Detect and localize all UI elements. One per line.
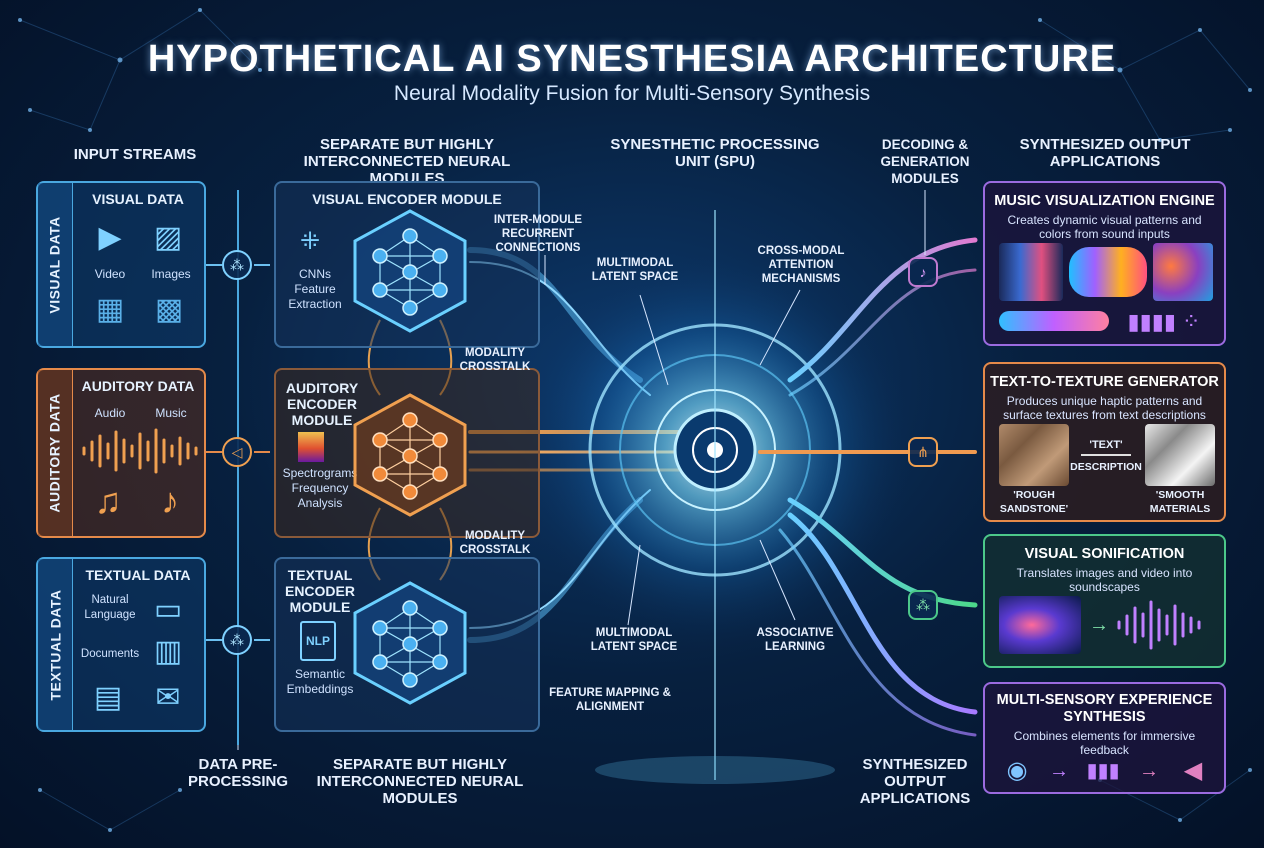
header-neural-modules-top: SEPARATE BUT HIGHLY INTERCONNECTED NEURA… [303, 136, 511, 187]
input-item-video: Video [94, 267, 126, 281]
header-input-streams: INPUT STREAMS [73, 146, 197, 163]
book-icon: ▤ [93, 681, 123, 714]
page-subtitle: Neural Modality Fusion for Multi-Sensory… [393, 82, 871, 105]
input-item-music: Music [155, 406, 187, 420]
envelope-icon: ✉ [155, 681, 181, 714]
input-item-images: Images [151, 267, 191, 281]
smooth-material-thumbnail [1145, 424, 1215, 486]
colorful-wave-thumbnail [1069, 247, 1147, 297]
label-associative-learning: ASSOCIATIVE LEARNING [756, 627, 834, 653]
eye-icon: ◉ [1006, 757, 1028, 784]
output-panel-music-visualization: MUSIC VISUALIZATION ENGINE Creates dynam… [983, 181, 1226, 346]
side-label-auditory: AUDITORY DATA [38, 370, 73, 536]
output-desc-music: Creates dynamic visual patterns and colo… [1007, 213, 1202, 241]
output-desc-texture: Produces unique haptic patterns and surf… [1003, 394, 1206, 422]
input-panel-auditory: AUDITORY DATA AUDITORY DATA Audio Music … [36, 368, 206, 538]
texture-caption-left: 'ROUGH SANDSTONE' [999, 489, 1069, 515]
speaker-icon: ◁ [222, 437, 252, 467]
arrow-right-icon: → [1089, 614, 1109, 636]
page-title: HYPOTHETICAL AI SYNESTHESIA ARCHITECTURE [147, 38, 1117, 80]
speaker-output-icon: ◀ [1183, 757, 1203, 784]
header-output-applications-top: SYNTHESIZED OUTPUT APPLICATIONS [1019, 136, 1191, 170]
output-panel-multisensory: MULTI-SENSORY EXPERIENCE SYNTHESIS Combi… [983, 682, 1226, 794]
label-latent-space-top: MULTIMODAL LATENT SPACE [591, 257, 679, 283]
output-desc-sonification: Translates images and video into soundsc… [1016, 566, 1193, 594]
wave-bars-icon: ▮▮▮ [1086, 760, 1120, 782]
auditory-encoder-hexagon [353, 393, 467, 517]
textual-encoder-hexagon [353, 581, 467, 705]
input-panel-visual: VISUAL DATA VISUAL DATA ▶ ▨ Video Images… [36, 181, 206, 348]
input-item-audio: Audio [94, 406, 126, 420]
input-item-documents: Documents [80, 648, 140, 660]
arrow-right-icon-2: → [1139, 760, 1159, 782]
sonification-decoder-icon: ⁂ [908, 590, 938, 620]
header-data-preprocessing: DATA PRE-PROCESSING [187, 756, 289, 790]
pixel-grid-icon: ▩ [154, 293, 184, 326]
input-item-natural-language: Natural Language [84, 594, 136, 621]
header-spu: SYNESTHETIC PROCESSING UNIT (SPU) [610, 136, 820, 170]
output-panel-text-to-texture: TEXT-TO-TEXTURE GENERATOR Produces uniqu… [983, 362, 1226, 522]
module-desc-visual: CNNs Feature Extraction [288, 267, 342, 311]
texture-arrow [1081, 454, 1131, 456]
soundscape-wave-icon [1117, 600, 1201, 650]
label-modality-crosstalk-2: MODALITY CROSSTALK [459, 530, 531, 556]
nlp-document-icon: NLP [300, 621, 336, 661]
header-output-applications-bottom: SYNTHESIZED OUTPUT APPLICATIONS [859, 756, 971, 807]
video-icon: ▶ [98, 221, 122, 254]
galaxy-image-thumbnail [999, 596, 1081, 654]
output-desc-multisensory: Combines elements for immersive feedback [1013, 729, 1196, 757]
waveform-icon [82, 428, 198, 474]
label-modality-crosstalk-1: MODALITY CROSSTALK [459, 347, 531, 373]
module-title-visual: VISUAL ENCODER MODULE [312, 191, 502, 207]
input-title-textual: TEXTUAL DATA [85, 567, 191, 583]
label-inter-module-connections: INTER-MODULE RECURRENT CONNECTIONS [493, 214, 583, 254]
module-desc-textual: Semantic Embeddings [286, 667, 354, 696]
module-title-textual: TEXTUAL ENCODER MODULE [284, 567, 355, 615]
label-latent-space-bottom: MULTIMODAL LATENT SPACE [590, 627, 678, 653]
image-icon: ▨ [153, 221, 183, 254]
module-title-auditory: AUDITORY ENCODER MODULE [285, 380, 359, 428]
preprocess-hub-visual-icon: ⁂ [222, 250, 252, 280]
texture-decoder-icon: ⋔ [908, 437, 938, 467]
abstract-art-thumbnail [1153, 243, 1213, 301]
spectrogram-icon [298, 432, 324, 462]
output-title-sonification: VISUAL SONIFICATION [1024, 546, 1185, 562]
label-cross-modal-attention: CROSS-MODAL ATTENTION MECHANISMS [757, 245, 845, 285]
output-title-music: MUSIC VISUALIZATION ENGINE [994, 193, 1215, 209]
flowing-wave-thumbnail [999, 311, 1109, 331]
visual-encoder-hexagon [353, 209, 467, 333]
open-book-icon: ▥ [153, 635, 183, 668]
input-title-visual: VISUAL DATA [92, 191, 184, 207]
waveform-thumbnail [999, 243, 1063, 301]
output-title-multisensory: MULTI-SENSORY EXPERIENCE SYNTHESIS [996, 692, 1213, 725]
chat-bubble-icon: ▭ [153, 593, 183, 626]
texture-caption-right: 'SMOOTH MATERIALS [1149, 489, 1211, 515]
rough-sandstone-thumbnail [999, 424, 1069, 486]
music-decoder-icon: ♪ [908, 257, 938, 287]
side-label-visual: VISUAL DATA [38, 183, 73, 346]
sound-bars-icon: ▮▮▮▮ ⁘ [1127, 309, 1201, 334]
single-note-icon: ♪ [161, 480, 179, 521]
module-desc-auditory: Spectrograms Frequency Analysis [282, 466, 358, 510]
music-note-icon: ♫ [94, 480, 122, 521]
qr-icon: ▦ [95, 293, 125, 326]
preprocess-hub-textual-icon: ⁂ [222, 625, 252, 655]
texture-mid-text: 'TEXT' [1089, 439, 1123, 451]
texture-mid-description: DESCRIPTION [1070, 461, 1142, 473]
arrow-right-icon-1: → [1049, 760, 1069, 782]
input-panel-textual: TEXTUAL DATA TEXTUAL DATA Natural Langua… [36, 557, 206, 732]
label-feature-mapping: FEATURE MAPPING & ALIGNMENT [549, 687, 671, 713]
header-decoding-modules: DECODING & GENERATION MODULES [880, 137, 970, 186]
header-neural-modules-bottom: SEPARATE BUT HIGHLY INTERCONNECTED NEURA… [316, 756, 524, 807]
output-title-texture: TEXT-TO-TEXTURE GENERATOR [990, 374, 1219, 390]
input-title-auditory: AUDITORY DATA [81, 378, 195, 394]
side-label-textual: TEXTUAL DATA [38, 559, 73, 730]
output-panel-visual-sonification: VISUAL SONIFICATION Translates images an… [983, 534, 1226, 668]
neural-network-icon: ⁜ [299, 228, 321, 255]
